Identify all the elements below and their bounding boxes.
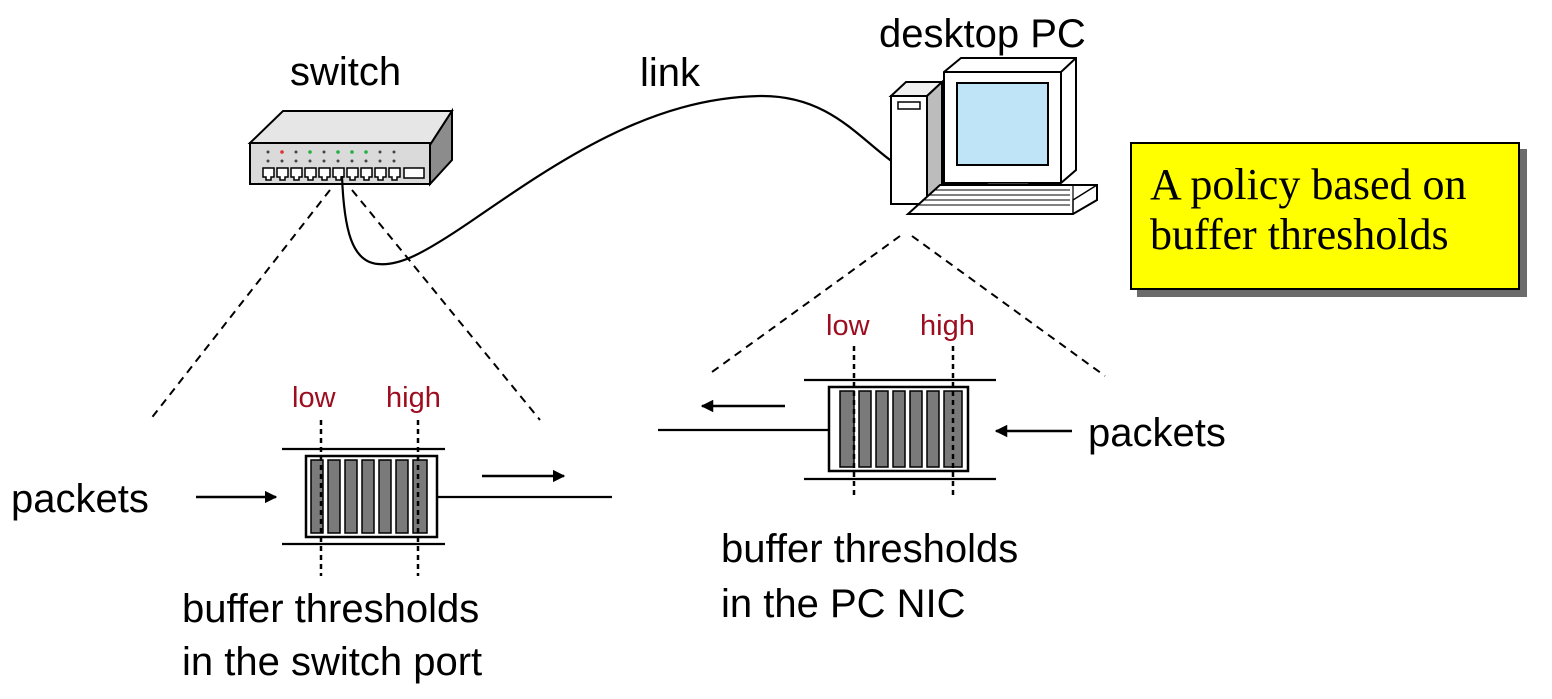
switch-caption-line-1: buffer thresholds [182, 587, 479, 631]
switch-zoom-lines [149, 189, 541, 421]
switch-icon [247, 107, 454, 187]
policy-callout: A policy based on buffer thresholds [1130, 142, 1520, 290]
switch-ports [262, 167, 425, 181]
desktop-pc-label: desktop PC [879, 12, 1086, 56]
switch-label: switch [290, 50, 401, 94]
switch-high-label: high [386, 382, 441, 414]
pc-high-label: high [920, 310, 975, 342]
pc-keyboard [905, 184, 1098, 215]
switch-caption-line-2: in the switch port [182, 640, 482, 684]
pc-zoom-lines [711, 235, 1106, 377]
pc-low-label: low [826, 310, 871, 342]
switch-low-label: low [292, 382, 337, 414]
pc-tower [888, 79, 945, 207]
link-label: link [640, 51, 701, 95]
callout-line-1: A policy based on [1150, 160, 1467, 209]
pc-caption-line-1: buffer thresholds [721, 527, 1018, 571]
switch-buffer [282, 420, 445, 576]
switch-port-leds [266, 150, 396, 163]
pc-caption-line-2: in the PC NIC [721, 582, 966, 626]
pc-buffer-cells [839, 390, 963, 468]
pc-buffer [804, 346, 996, 497]
callout-line-2: buffer thresholds [1150, 210, 1449, 259]
pc-monitor [943, 57, 1077, 194]
switch-packets-label: packets [11, 477, 149, 521]
link-cable [340, 94, 898, 266]
pc-packets-label: packets [1088, 411, 1226, 455]
desktop-pc-icon [888, 57, 1098, 215]
